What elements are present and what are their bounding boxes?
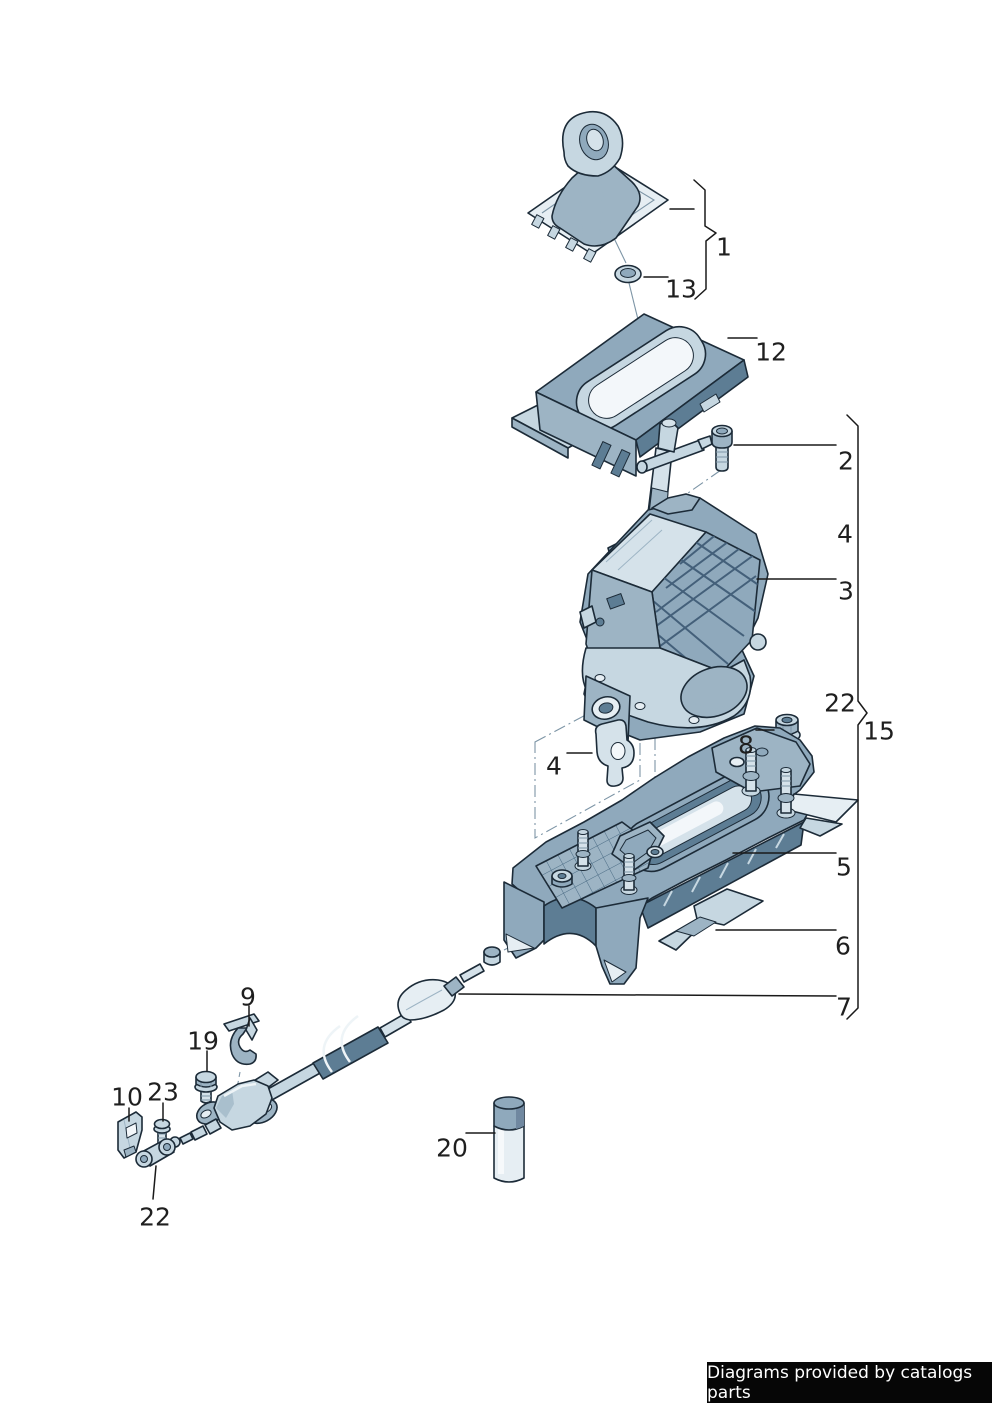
part-grease-tube	[493, 1096, 525, 1183]
part-housing-frame	[511, 313, 749, 478]
part-hex-screw	[194, 1070, 218, 1104]
part-bolt	[711, 424, 733, 472]
housing-lattice	[652, 532, 760, 671]
part-ring	[614, 264, 642, 284]
part-console-bracket	[503, 725, 859, 985]
part-retaining-clip	[223, 1013, 260, 1066]
footer-credit: Diagrams provided by catalogs parts	[707, 1362, 992, 1403]
part-retainer-bracket	[117, 1111, 143, 1159]
cable-end-rod	[169, 1118, 222, 1148]
part-cable-link	[135, 1138, 176, 1168]
tray-studs	[574, 747, 796, 895]
part-shift-knob-boot	[527, 110, 669, 263]
leader-lines	[128, 179, 868, 1200]
part-selector-housing	[579, 493, 769, 743]
tray-boss	[551, 869, 573, 888]
callout-bracket-15	[846, 414, 868, 1020]
part-damping-pad	[658, 888, 764, 951]
part-selector-cable	[169, 946, 501, 1148]
bezel-tabs	[531, 214, 597, 263]
callout-bracket-1	[693, 179, 717, 300]
cable-ball-end	[483, 946, 501, 966]
part-securing-clip	[594, 719, 635, 787]
